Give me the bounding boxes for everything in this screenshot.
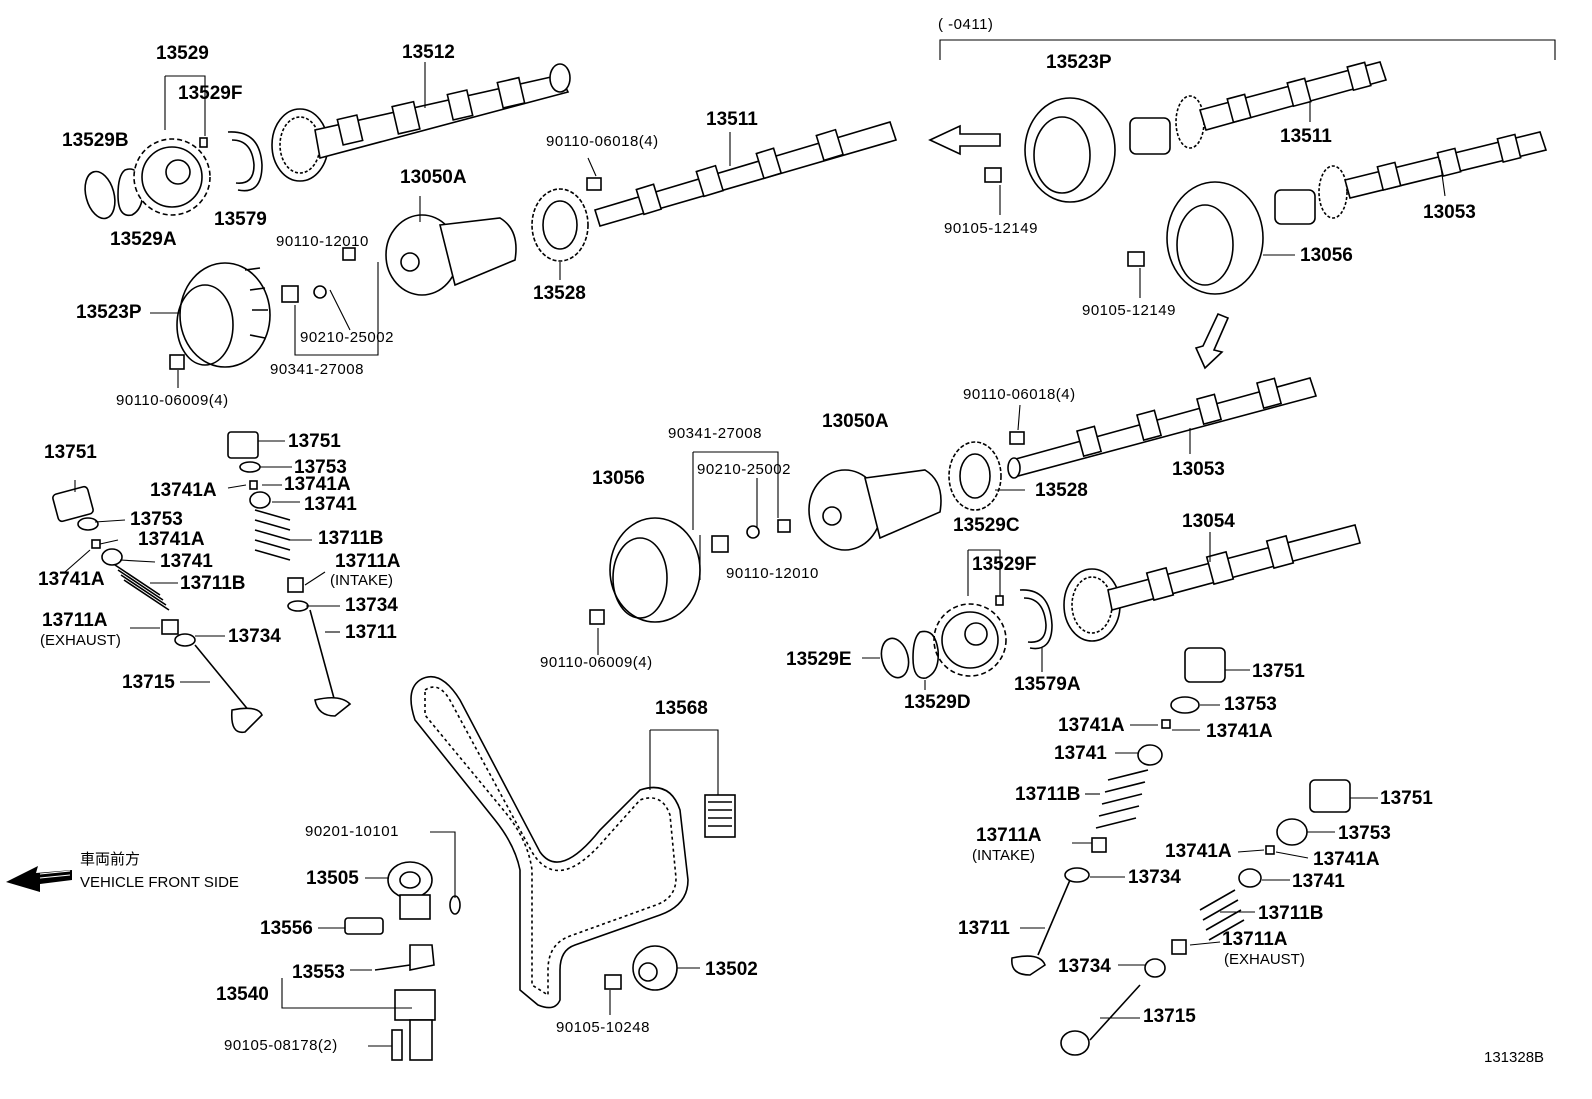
part-label-13715-right: 13715 xyxy=(1143,1006,1196,1027)
part-label-90110-12010-alt: 90110-12010 xyxy=(726,565,819,582)
part-label-13054: 13054 xyxy=(1182,511,1235,532)
part-label-13053: 13053 xyxy=(1423,202,1476,223)
part-label-13529D: 13529D xyxy=(904,692,971,713)
part-label-13050A-mid: 13050A xyxy=(822,411,889,432)
part-label-13540: 13540 xyxy=(216,984,269,1005)
part-label-13715: 13715 xyxy=(122,672,175,693)
part-label-13741A-right: 13741A xyxy=(1058,715,1125,736)
part-label-13734-right-b: 13734 xyxy=(1058,956,1111,977)
part-label-13711A-right-b: 13711A xyxy=(1222,929,1288,950)
part-label-13579A: 13579A xyxy=(1014,674,1081,695)
part-label-13711B: 13711B xyxy=(318,528,384,549)
part-label-13741-b: 13741 xyxy=(160,551,213,572)
part-label-13741A-right-b: 13741A xyxy=(1206,721,1273,742)
label-exhaust-right: (EXHAUST) xyxy=(1224,951,1305,968)
part-label-13511: 13511 xyxy=(706,109,758,130)
part-label-13751-right-b: 13751 xyxy=(1380,788,1433,809)
part-label-13056: 13056 xyxy=(1300,245,1353,266)
part-label-13529A: 13529A xyxy=(110,229,177,250)
part-label-13528: 13528 xyxy=(533,283,586,304)
part-label-13512: 13512 xyxy=(402,42,455,63)
front-side-note-en: VEHICLE FRONT SIDE xyxy=(80,874,239,891)
middle-right-camshaft-group xyxy=(589,377,1361,679)
part-label-13751-b: 13751 xyxy=(288,431,341,452)
part-label-13511-alt: 13511 xyxy=(1280,126,1332,147)
leader-lines xyxy=(64,62,1446,1047)
part-label-90105-10248: 90105-10248 xyxy=(556,1019,650,1036)
part-label-90105-12149-alt: 90105-12149 xyxy=(1082,302,1176,319)
part-label-90110-06018: 90110-06018(4) xyxy=(546,133,659,150)
timing-belt-group xyxy=(344,675,736,1061)
part-label-13553: 13553 xyxy=(292,962,345,983)
part-label-13556: 13556 xyxy=(260,918,313,939)
part-label-90210-25002-alt: 90210-25002 xyxy=(697,461,791,478)
label-intake-right: (INTAKE) xyxy=(972,847,1036,864)
part-label-90105-12149: 90105-12149 xyxy=(944,220,1038,237)
part-label-13711B-right-b: 13711B xyxy=(1258,903,1324,924)
part-label-13505: 13505 xyxy=(306,868,359,889)
part-label-13753: 13753 xyxy=(294,457,347,478)
part-label-13529F-alt: 13529F xyxy=(972,554,1037,575)
part-label-13734: 13734 xyxy=(345,595,398,616)
part-label-13741-right-b: 13741 xyxy=(1292,871,1345,892)
part-label-13529F: 13529F xyxy=(178,83,243,104)
part-label-13053-mid: 13053 xyxy=(1172,459,1225,480)
part-label-13523P-alt: 13523P xyxy=(1046,52,1112,73)
part-label-13050A: 13050A xyxy=(400,167,467,188)
part-label-13529C: 13529C xyxy=(953,515,1020,536)
part-label-13753-right-b: 13753 xyxy=(1338,823,1391,844)
part-label-13741A-c: 13741A xyxy=(138,529,205,550)
part-label-90110-06018-alt: 90110-06018(4) xyxy=(963,386,1076,403)
part-label-90201-10101: 90201-10101 xyxy=(305,823,399,840)
part-label-13711A-right: 13711A xyxy=(976,825,1042,846)
part-label-13741A-b: 13741A xyxy=(284,474,351,495)
part-label-13741A: 13741A xyxy=(150,480,217,501)
part-label-90341-27008: 90341-27008 xyxy=(270,361,364,378)
label-intake: (INTAKE) xyxy=(330,572,394,589)
top-left-camshaft-group xyxy=(84,63,898,370)
part-label-13711B-b: 13711B xyxy=(180,573,246,594)
part-label-13523P: 13523P xyxy=(76,302,142,323)
part-label-13741A-d: 13741A xyxy=(38,569,105,590)
front-side-note-cjk: 車両前方 xyxy=(80,851,141,868)
front-side-arrow-icon xyxy=(6,866,72,892)
part-label-90341-27008-alt: 90341-27008 xyxy=(668,425,762,442)
part-label-13751: 13751 xyxy=(44,442,97,463)
part-label-13529: 13529 xyxy=(156,43,209,64)
part-label-13711B-right: 13711B xyxy=(1015,784,1081,805)
part-label-13753-right: 13753 xyxy=(1224,694,1277,715)
left-valve-train-group xyxy=(52,431,352,734)
part-label-13579: 13579 xyxy=(214,209,267,230)
top-right-camshaft-group xyxy=(928,39,1556,370)
part-label-13734-right: 13734 xyxy=(1128,867,1181,888)
part-label-13734-b: 13734 xyxy=(228,626,281,647)
part-label-13529E: 13529E xyxy=(786,649,852,670)
part-label-90110-12010: 90110-12010 xyxy=(276,233,369,250)
part-label-13711: 13711 xyxy=(345,622,397,643)
label-exhaust: (EXHAUST) xyxy=(40,632,121,649)
part-label-90110-06009: 90110-06009(4) xyxy=(116,392,229,409)
part-label-90110-06009-alt: 90110-06009(4) xyxy=(540,654,653,671)
part-label-90105-08178: 90105-08178(2) xyxy=(224,1037,338,1054)
date-range-note: ( -0411) xyxy=(938,16,994,33)
part-label-13568: 13568 xyxy=(655,698,708,719)
part-label-13741A-right-d: 13741A xyxy=(1313,849,1380,870)
part-label-13529B: 13529B xyxy=(62,130,129,151)
part-label-13741-right: 13741 xyxy=(1054,743,1107,764)
part-label-90210-25002: 90210-25002 xyxy=(300,329,394,346)
part-label-13528-mid: 13528 xyxy=(1035,480,1088,501)
part-label-13741: 13741 xyxy=(304,494,357,515)
part-label-13711A: 13711A xyxy=(335,551,401,572)
part-label-13753-b: 13753 xyxy=(130,509,183,530)
part-label-13741A-right-c: 13741A xyxy=(1165,841,1232,862)
part-label-13711A-b: 13711A xyxy=(42,610,108,631)
right-valve-train-group xyxy=(1011,647,1351,1056)
part-label-13711-right: 13711 xyxy=(958,918,1010,939)
part-label-13056-mid: 13056 xyxy=(592,468,645,489)
figure-code: 131328B xyxy=(1484,1049,1545,1066)
part-label-13751-right: 13751 xyxy=(1252,661,1305,682)
part-label-13502: 13502 xyxy=(705,959,758,980)
